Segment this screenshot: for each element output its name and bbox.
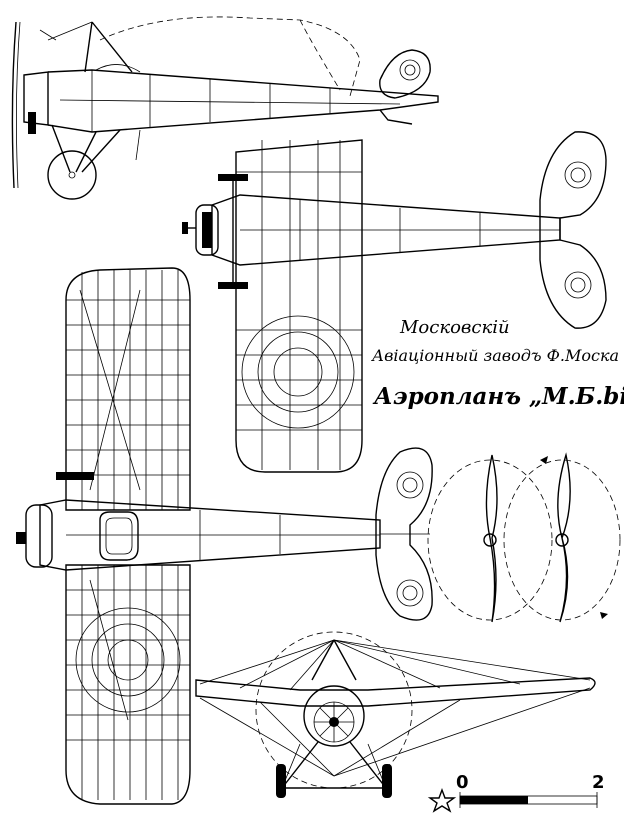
bottom-plan-fuselage: [39, 499, 381, 571]
title-line-3: Аэропланъ „М.Б.bis“: [372, 383, 624, 410]
bottom-plan-view: [16, 267, 433, 805]
front-view-engine: [303, 685, 365, 747]
scale-bar-fill: [460, 796, 528, 804]
top-plan-view: [182, 131, 607, 473]
scale-start-label: 0: [456, 772, 469, 793]
front-view-wheel-left: [276, 764, 286, 798]
bottom-plan-wing-upper: [65, 267, 191, 511]
bottom-plan-tailplane: [375, 447, 433, 621]
side-view-cockpit: [95, 64, 141, 73]
bottom-plan-wing-lower: [65, 564, 191, 805]
propeller-rotation-arc-left: [427, 459, 553, 621]
side-view-undercarriage: [51, 124, 71, 173]
scale-bar: 0 2: [427, 772, 605, 813]
bottom-plan-wheel: [56, 472, 94, 480]
top-plan-roundel: [241, 315, 355, 429]
propeller-detail: [427, 452, 621, 623]
top-plan-wing: [235, 139, 363, 473]
top-plan-tailplane: [539, 131, 607, 329]
front-view-undercarriage: [281, 741, 319, 789]
bottom-plan-engine: [25, 504, 53, 568]
side-view-pylon: [84, 21, 93, 73]
front-view-wheel-right: [382, 764, 392, 798]
side-view-rudder: [379, 49, 431, 99]
front-view: [195, 631, 596, 798]
bottom-plan-roundel: [75, 607, 181, 713]
propeller-rotation-arc-right: [503, 459, 621, 621]
side-view-tailskid: [379, 109, 413, 125]
front-view-bracing: [199, 639, 335, 685]
top-plan-wheel-right: [218, 282, 248, 289]
side-view-wheel: [47, 150, 97, 200]
bottom-plan-cockpit: [99, 511, 139, 561]
title-block: Московскій Авіаціонный заводъ Ф.Моска Аэ…: [371, 317, 624, 410]
front-view-wing: [195, 677, 596, 707]
star-icon: [427, 788, 457, 813]
title-line-2: Авіаціонный заводъ Ф.Моска: [371, 346, 619, 365]
side-view-wing-outline: [99, 16, 361, 97]
top-plan-engine: [195, 204, 219, 256]
title-line-1: Московскій: [399, 317, 510, 338]
side-view: [11, 16, 439, 200]
propeller-blade-right: [557, 452, 571, 623]
side-view-propeller: [11, 21, 17, 189]
top-plan-wheel-left: [218, 174, 248, 181]
side-view-fuselage: [47, 69, 439, 133]
propeller-blade-left: [485, 454, 498, 623]
scale-end-label: 2: [592, 772, 605, 793]
